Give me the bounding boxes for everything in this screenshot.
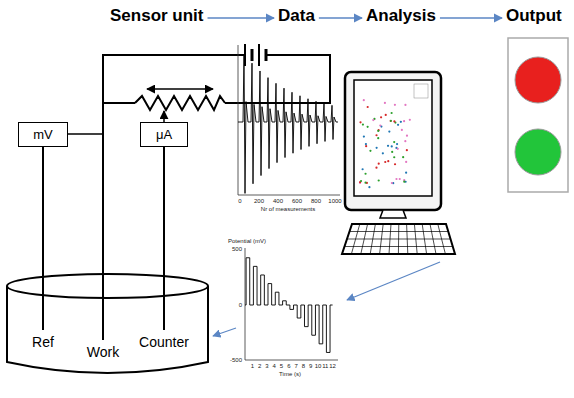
potentiometer	[135, 96, 225, 110]
axis-tick-label: 8	[302, 363, 305, 370]
axis-tick-label: 1000	[328, 198, 341, 205]
stage-label: Analysis	[366, 6, 436, 26]
flow-arrow	[440, 17, 502, 18]
axis-title: Time (s)	[279, 371, 301, 378]
return-wire	[225, 55, 330, 103]
battery-circuit	[68, 44, 330, 272]
battery-plate	[251, 49, 254, 61]
axis-tick-label: 5	[280, 363, 283, 370]
meter-wire	[68, 133, 103, 135]
computer-icon	[342, 72, 455, 254]
traffic-light	[508, 38, 568, 192]
axis-tick-label: 3	[265, 363, 268, 370]
axis-tick-label: 2	[258, 363, 261, 370]
work-wire	[103, 55, 245, 272]
battery-plate	[258, 44, 260, 66]
axis	[245, 248, 338, 360]
slider-arrow	[147, 88, 213, 90]
flow-arrow	[213, 328, 236, 336]
axis	[238, 45, 340, 195]
axis-tick-label: 6	[287, 363, 290, 370]
axis-tick-label: 7	[294, 363, 297, 370]
axis-title: Nr of measurements	[261, 206, 315, 213]
data-graph	[238, 45, 340, 195]
axis-tick-label: 1	[251, 363, 254, 370]
ammeter-box: μA	[140, 122, 188, 147]
stage-name: Data	[278, 6, 315, 26]
electrode-lead	[42, 272, 44, 330]
beaker-outline	[5, 272, 210, 378]
electrode-lead	[163, 272, 165, 330]
axis-tick-label: 12	[329, 363, 336, 370]
axis-tick-label: 10	[315, 363, 322, 370]
battery-plate	[265, 49, 268, 61]
stage-label: Sensor unit	[110, 6, 204, 26]
wire	[163, 147, 165, 272]
stage-label: Data	[278, 6, 315, 26]
electrode-label: Work	[87, 344, 119, 360]
axis-tick-label: 600	[292, 198, 302, 205]
axis-title: Potential (mV)	[228, 238, 266, 245]
axis-tick-label: 9	[309, 363, 312, 370]
signal-trace	[238, 54, 338, 193]
axis-tick-label: 0	[238, 198, 241, 205]
wire	[42, 147, 44, 272]
flow-arrow	[319, 17, 362, 18]
axis-tick-label: -500	[230, 357, 242, 364]
pot-wire	[103, 102, 135, 104]
axis-tick-label: 11	[322, 363, 328, 370]
flow-arrow	[347, 262, 440, 300]
electrode-lead	[102, 272, 104, 340]
voltmeter-box: mV	[18, 122, 68, 147]
axis-tick-label: 800	[311, 198, 321, 205]
meter-label: μA	[156, 127, 172, 142]
axis-tick-label: 500	[232, 246, 242, 253]
stage-name: Output	[506, 6, 562, 26]
stage-name: Analysis	[366, 6, 436, 26]
axis-tick-label: 200	[254, 198, 264, 205]
stage-label: Output	[506, 6, 562, 26]
flow-arrow	[208, 17, 274, 18]
meter-label: mV	[33, 127, 53, 142]
electrochemical-cell: RefWork Counter	[5, 272, 210, 378]
wiper-arrow	[163, 111, 165, 122]
electrode-label: Ref	[32, 334, 54, 350]
axis-tick-label: 0	[239, 302, 242, 309]
potential-trace	[245, 258, 333, 353]
axis-tick-label: 400	[273, 198, 283, 205]
axis-tick-label: 4	[273, 363, 276, 370]
stage-name: Sensor unit	[110, 6, 204, 26]
pulse-graph	[245, 248, 338, 360]
electrode-label: Counter	[139, 334, 189, 350]
